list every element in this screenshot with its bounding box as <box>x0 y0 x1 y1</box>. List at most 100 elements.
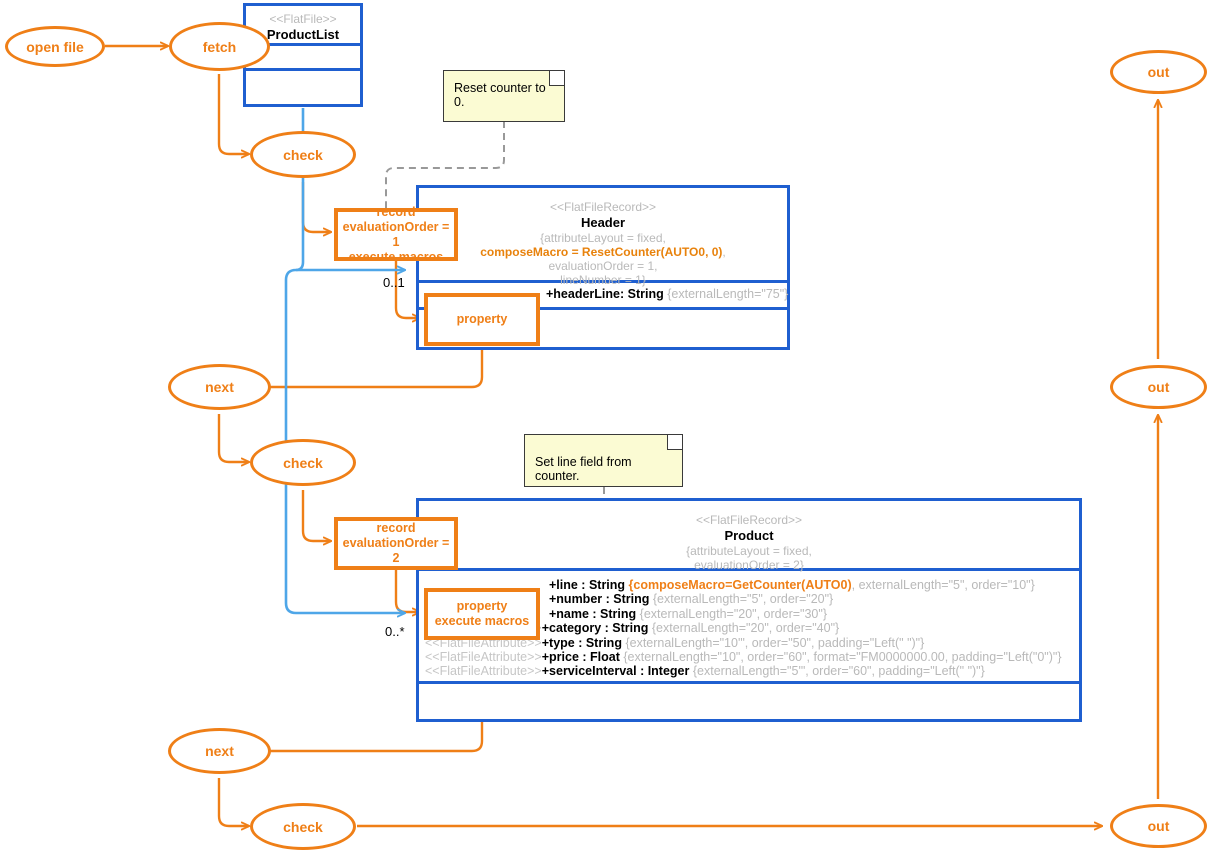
class-productlist-stereotype: <<FlatFile>> <box>269 12 337 26</box>
class-product-attribute-tags: {externalLength="20", order="40"} <box>651 621 840 636</box>
table-row: <<FlatFileAttribute>>+price : Float {ext… <box>425 650 1080 664</box>
class-product-attribute-name: +category : String <box>541 621 649 636</box>
node-open-file-label: open file <box>26 38 84 55</box>
multiplicity-header: 0..1 <box>383 275 405 290</box>
edge-check2-record2 <box>301 490 331 541</box>
class-productlist-name: ProductList <box>266 27 340 42</box>
node-out-3-label: out <box>1147 818 1170 834</box>
class-header-props-macro-tail: , <box>722 245 726 259</box>
note-reset-counter[interactable]: Reset counter to 0. <box>443 70 565 122</box>
node-check-2[interactable]: check <box>250 439 356 486</box>
class-header-stereotype: <<FlatFileRecord>> <box>549 200 657 214</box>
class-product-name: Product <box>724 528 774 543</box>
class-header-attribute-row: +headerLine: String {externalLength="75"… <box>546 287 789 301</box>
table-row: +line : String {composeMacro=GetCounter(… <box>425 578 1080 592</box>
class-product-operations-compartment <box>419 684 1079 719</box>
action-record-2-line-1: evaluationOrder = 2 <box>342 536 450 565</box>
action-property-2-line-0: property <box>456 599 508 613</box>
table-row: +number : String {externalLength="5", or… <box>425 592 1080 606</box>
class-header-attribute-name: +headerLine: String <box>546 287 664 301</box>
node-check-1-label: check <box>283 146 323 163</box>
action-record-2[interactable]: record evaluationOrder = 2 <box>334 517 458 570</box>
class-product-attribute-tags: {externalLength="5'", order="60", paddin… <box>692 664 985 679</box>
action-record-1-line-2: execute macros <box>348 249 444 264</box>
note-reset-counter-text: Reset counter to 0. <box>454 81 546 109</box>
action-property-2-line-1: execute macros <box>434 614 530 628</box>
node-next-1[interactable]: next <box>168 364 271 410</box>
class-header-attribute-tags: {externalLength="75"} <box>667 287 789 301</box>
class-product-attribute-tags: {externalLength="5", order="20"} <box>652 592 834 607</box>
class-header-props-line3: evaluationOrder = 1, <box>548 259 658 273</box>
node-out-3[interactable]: out <box>1110 804 1207 848</box>
node-out-1[interactable]: out <box>1110 50 1207 94</box>
class-productlist[interactable]: <<FlatFile>> ProductList <box>243 3 363 107</box>
node-check-3-label: check <box>283 818 323 835</box>
class-header-props-macro: composeMacro = ResetCounter(AUTO0, 0), <box>419 245 787 259</box>
edge-property1-next1 <box>262 346 484 387</box>
class-product-attribute-name: +price : Float <box>541 650 620 665</box>
node-check-2-label: check <box>283 454 323 471</box>
node-open-file[interactable]: open file <box>5 26 105 67</box>
class-product-attribute-name: +type : String <box>541 635 622 650</box>
note-fold-corner-icon <box>667 435 682 450</box>
class-product-attribute-tags: {externalLength="10'", order="50", paddi… <box>625 635 925 650</box>
class-product-attribute-stereotype: <<FlatFileAttribute>> <box>425 664 542 679</box>
class-header-props-line4: lineNumber = 1} <box>560 273 646 287</box>
edge-spine-lower <box>284 268 297 603</box>
edge-spine-corner-a <box>285 262 295 272</box>
node-check-3[interactable]: check <box>250 803 356 850</box>
node-fetch-label: fetch <box>202 38 237 55</box>
class-product-header-compartment: <<FlatFileRecord>> Product {attributeLay… <box>419 501 1079 572</box>
node-next-1-label: next <box>205 379 234 395</box>
action-record-2-line-0: record <box>376 521 416 535</box>
class-productlist-header-compartment: <<FlatFile>> ProductList <box>246 6 360 46</box>
node-check-1[interactable]: check <box>250 131 356 178</box>
class-product-attribute-tags: {externalLength="10", order="60", format… <box>623 650 1062 665</box>
multiplicity-header-text: 0..1 <box>383 275 405 290</box>
class-product-attribute-stereotype: <<FlatFileAttribute>> <box>425 650 542 665</box>
action-record-1-line-0: record <box>376 204 416 219</box>
edge-check1-record1 <box>301 182 331 232</box>
table-row: <<FlatFileAttribute>>+serviceInterval : … <box>425 664 1080 678</box>
class-productlist-attributes-compartment <box>246 46 360 71</box>
action-property-1[interactable]: property <box>424 293 540 346</box>
node-next-2[interactable]: next <box>168 728 271 774</box>
multiplicity-product: 0..* <box>385 624 405 639</box>
class-product-props-line2: evaluationOrder = 2} <box>694 558 804 572</box>
class-header-attributes-compartment: +headerLine: String {externalLength="75"… <box>419 283 789 310</box>
class-product-stereotype: <<FlatFileRecord>> <box>695 513 803 527</box>
node-fetch[interactable]: fetch <box>169 22 270 71</box>
action-record-1-line-1: evaluationOrder = 1 <box>342 219 450 249</box>
class-header-name: Header <box>580 215 626 230</box>
action-property-1-line-0: property <box>456 312 508 326</box>
table-row: +name : String {externalLength="20", ord… <box>425 607 1080 621</box>
node-next-2-label: next <box>205 743 234 759</box>
note-set-line[interactable]: Set line field from counter. <box>524 434 683 487</box>
action-record-1[interactable]: record evaluationOrder = 1 execute macro… <box>334 204 458 264</box>
class-product-attribute-tags: , externalLength="5", order="10"} <box>851 578 1035 592</box>
class-product-attribute-name: +serviceInterval : Integer <box>541 664 690 679</box>
class-productlist-operations-compartment <box>246 71 360 104</box>
class-header-header-compartment: <<FlatFileRecord>> Header {attributeLayo… <box>419 188 787 287</box>
note-set-line-text: Set line field from counter. <box>535 455 632 483</box>
action-property-2[interactable]: property execute macros <box>424 588 540 640</box>
node-out-2[interactable]: out <box>1110 365 1207 409</box>
class-product-props-line1: {attributeLayout = fixed, <box>686 544 812 558</box>
class-product-attribute-name: +name : String <box>549 606 637 621</box>
class-header-compose-macro: composeMacro = ResetCounter(AUTO0, 0) <box>480 245 723 259</box>
class-product-attribute-name: +number : String <box>549 592 650 607</box>
table-row: <<FlatFileAttribute>>+type : String {ext… <box>425 636 1080 650</box>
edge-spine-corner-b <box>295 261 305 272</box>
edge-next1-check2 <box>217 414 249 462</box>
node-out-2-label: out <box>1147 379 1170 395</box>
multiplicity-product-text: 0..* <box>385 624 405 639</box>
class-product-attribute-name: +line : String <box>549 578 626 592</box>
edge-productlist-product <box>284 602 405 613</box>
node-out-1-label: out <box>1147 64 1170 80</box>
class-header-props-line1: {attributeLayout = fixed, <box>540 231 666 245</box>
class-product-attribute-tags: {externalLength="20", order="30"} <box>639 606 827 621</box>
class-product-attribute-macro: {composeMacro=GetCounter(AUTO0) <box>628 578 852 592</box>
edge-next2-check3 <box>217 778 249 826</box>
